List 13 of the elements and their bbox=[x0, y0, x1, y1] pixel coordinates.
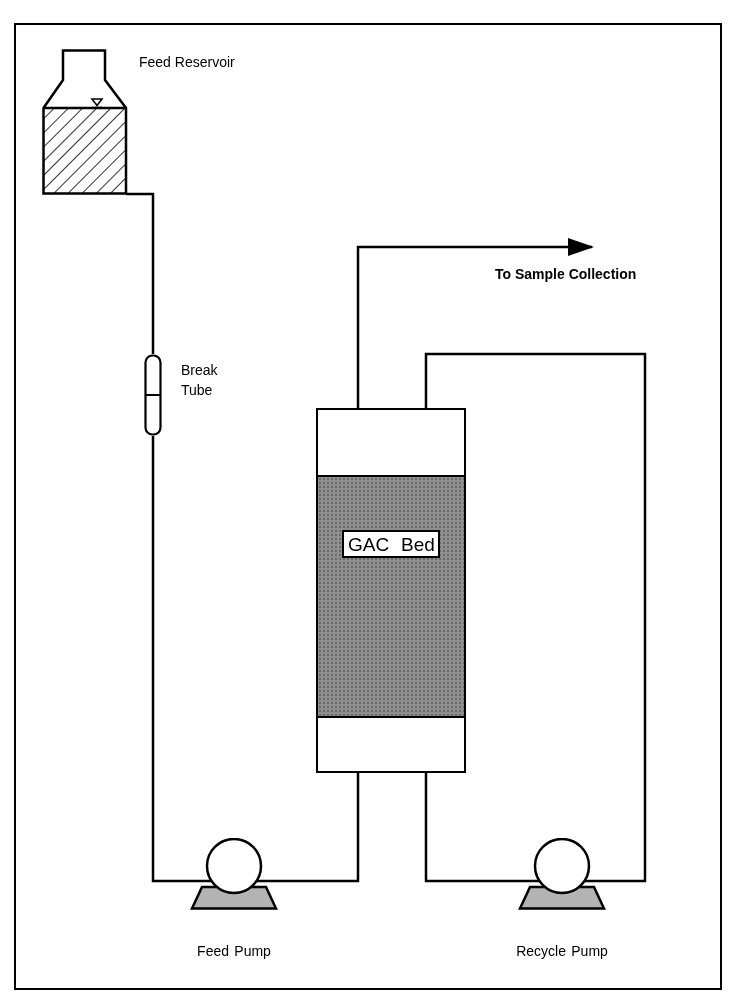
pipe-line bbox=[424, 352, 647, 883]
node-label: Feed Pump bbox=[197, 942, 271, 960]
bed-label: GAC Bed bbox=[342, 530, 440, 558]
node-label: Recycle Pump bbox=[516, 942, 608, 960]
pipe-line bbox=[256, 773, 360, 883]
node-label: Break Tube bbox=[181, 361, 219, 400]
flow-arrow bbox=[356, 238, 594, 408]
pipe-line bbox=[126, 192, 155, 354]
node-label: Feed Reservoir bbox=[139, 53, 235, 71]
edge-label: To Sample Collection bbox=[495, 265, 637, 283]
pipe-line bbox=[151, 436, 212, 883]
adsorption-column bbox=[316, 408, 466, 773]
pipe-line bbox=[424, 773, 540, 883]
